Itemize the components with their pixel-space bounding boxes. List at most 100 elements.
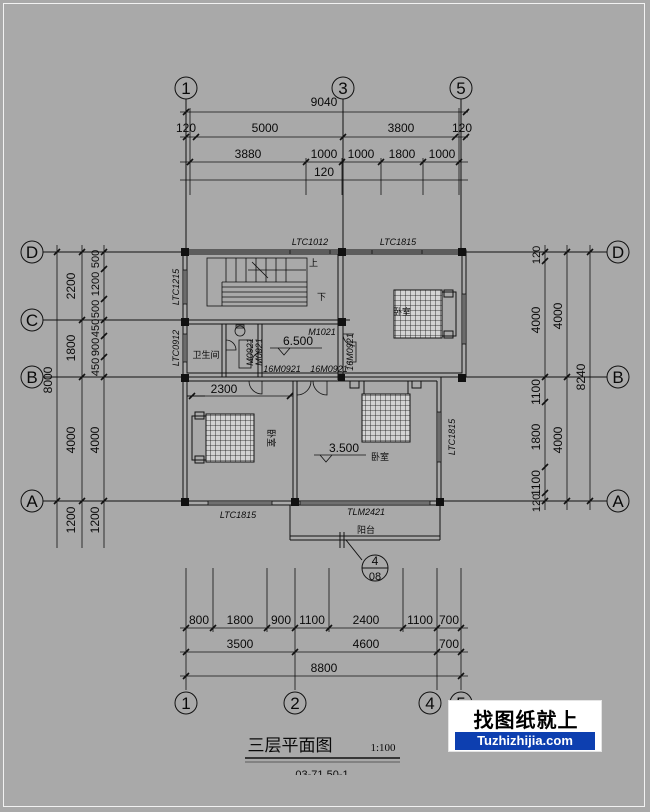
axis-top-1: 1 [181,79,190,98]
dim-top-r2-0: 3880 [235,147,262,161]
dim-left-inner-6: 4000 [88,426,102,453]
dim-left-outer-3: 1200 [64,506,78,533]
dim-top-r2-4: 1000 [429,147,456,161]
detail-mark-num: 4 [372,554,379,568]
dim-top-r1-3: 120 [452,121,472,135]
door-label-m0921-b: M0921 [254,338,264,366]
dim-top-r1-1: 5000 [252,121,279,135]
axis-right-A: A [612,492,624,511]
stair [206,257,308,307]
columns [181,248,466,506]
dim-bottom-r2-0: 3500 [227,637,254,651]
dim-bottom-r1-3: 1100 [299,613,325,627]
axis-bottom-4: 4 [425,694,434,713]
watermark-text: 找图纸就上 [473,708,579,732]
dim-lines-right [541,245,594,510]
dim-top-r1-0: 120 [176,121,196,135]
dim-lines-left [53,245,108,548]
footer-partial: 03-71 50-1 [295,769,348,781]
dim-bottom-r2-1: 4600 [353,637,380,651]
bed-se [349,380,422,443]
door-label-m1021: M1021 [308,327,336,337]
dim-left-inner-0: 500 [90,250,102,268]
bed-ne [393,289,457,339]
dim-bottom-r1-1: 1800 [227,613,254,627]
dim-2300: 2300 [211,382,238,396]
dim-bottom-total: 8800 [311,661,338,675]
win-label-ltc1215: LTC1215 [171,268,181,305]
detail-mark-sheet: 08 [369,571,381,583]
dim-bottom-r1-5: 1100 [407,613,433,627]
dim-right-outer-5: 120 [531,494,543,512]
axis-bottom-1: 1 [181,694,190,713]
toilet-fixtures [234,324,252,369]
axis-top-3: 3 [338,79,347,98]
win-label-ltc0912: LTC0912 [171,330,181,366]
dim-left-inner-1: 1200 [90,272,102,296]
stair-up-label: 上 [309,258,318,268]
windows [182,249,467,506]
dim-top-total: 9040 [311,95,338,109]
dim-left-inner-2: 500 [90,300,102,318]
dim-left-inner-7: 1200 [88,506,102,533]
dim-left-outer-0: 2200 [64,272,78,299]
dim-bottom-r1-2: 900 [271,613,291,627]
dim-left-outer-1: 1800 [64,334,78,361]
level-3500: 3.500 [329,441,359,455]
dim-right-total: 8240 [574,363,588,390]
door-label-16m0921-b: 16M0921 [310,364,348,374]
doors [225,333,357,396]
axis-bottom-2: 2 [290,694,299,713]
dim-left-inner-3: 450 [90,319,102,337]
watermark-badge[interactable]: 找图纸就上 Tuzhizhijia.com [448,700,602,752]
win-label-ltc1815-s: LTC1815 [220,510,257,520]
win-label-tlm2421: TLM2421 [347,507,385,517]
dim-right-outer-2: 1100 [529,379,543,405]
dim-left-total: 8000 [41,366,55,393]
room-balcony: 阳台 [357,524,375,535]
drawing-scale: 1:100 [370,742,396,754]
dim-right-inner-1: 4000 [551,426,565,453]
win-label-ltc1012: LTC1012 [292,237,328,247]
axis-left-D: D [26,243,38,262]
dim-bottom-r2-2: 700 [439,637,459,651]
dim-right-outer-4: 1100 [529,470,543,496]
dim-lines-top [180,108,470,195]
dim-left-inner-4: 900 [90,338,102,356]
win-label-ltc1815-n: LTC1815 [380,237,417,247]
dim-top-extra: 120 [314,165,334,179]
door-label-16m0921-c: 16M0921 [345,333,355,371]
dim-bottom-r1-0: 800 [189,613,209,627]
dim-lines-bottom [180,568,468,690]
dim-right-outer-1: 4000 [529,306,543,333]
axis-left-B: B [26,368,37,387]
dim-top-r2-3: 1800 [389,147,416,161]
dim-inner-2300 [187,392,294,400]
door-label-16m0921-a: 16M0921 [263,364,301,374]
drawing-title: 三层平面图 [248,736,333,756]
room-bedroom-se: 卧室 [371,451,389,462]
room-bath: 卫生间 [192,349,219,360]
dim-bottom-r1-4: 2400 [353,613,380,627]
detail-mark [345,539,389,582]
room-bedroom-ne: 卧室 [393,306,411,317]
axis-left-A: A [26,492,38,511]
axis-top-5: 5 [456,79,465,98]
title-underline [245,757,400,763]
door-label-m0921-a: M0921 [245,338,255,366]
room-bedroom-sw: 卧室 [266,429,277,447]
stair-down-label: 下 [317,292,326,302]
dim-right-outer-0: 120 [531,246,543,264]
axis-bubbles-top [174,76,473,255]
dim-top-r2-2: 1000 [348,147,375,161]
watermark-url[interactable]: Tuzhizhijia.com [455,732,595,750]
dim-right-inner-0: 4000 [551,302,565,329]
win-label-ltc1815-e: LTC1815 [447,418,457,455]
axis-right-B: B [612,368,623,387]
level-6500: 6.500 [283,334,313,348]
dim-left-inner-5: 450 [90,358,102,376]
dim-right-outer-3: 1800 [529,423,543,450]
dim-bottom-r1-6: 700 [439,613,459,627]
